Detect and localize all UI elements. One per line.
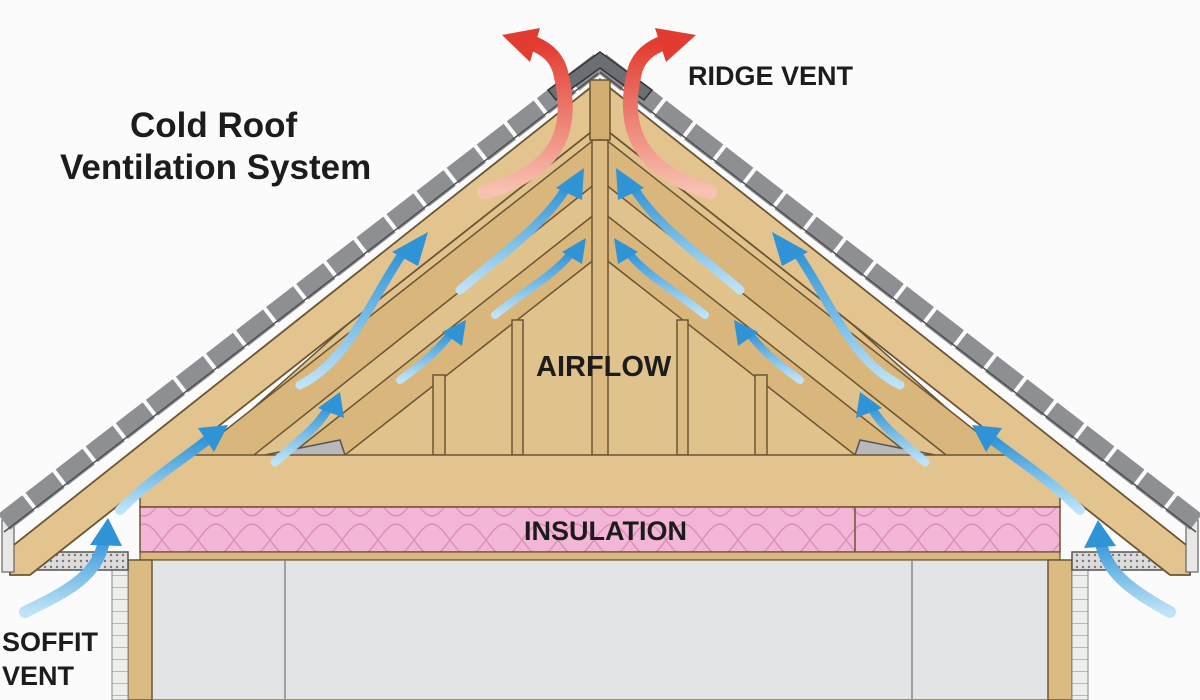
soffit-vent-label-line2: VENT xyxy=(2,660,74,692)
right-wall-stud xyxy=(1048,560,1072,700)
ridge-board xyxy=(590,80,610,140)
diagram-title-line2: Ventilation System xyxy=(60,148,371,188)
airflow-label: AIRFLOW xyxy=(536,350,671,384)
left-siding xyxy=(112,560,128,700)
soffit-vent-label-line1: SOFFIT xyxy=(2,626,98,658)
diagram-title-line1: Cold Roof xyxy=(130,106,297,146)
insulation-label: INSULATION xyxy=(524,515,687,547)
ridge-vent-label: RIDGE VENT xyxy=(688,60,853,92)
wall-top-plate xyxy=(140,552,1060,560)
right-siding xyxy=(1072,560,1088,700)
left-wall-stud xyxy=(128,560,152,700)
